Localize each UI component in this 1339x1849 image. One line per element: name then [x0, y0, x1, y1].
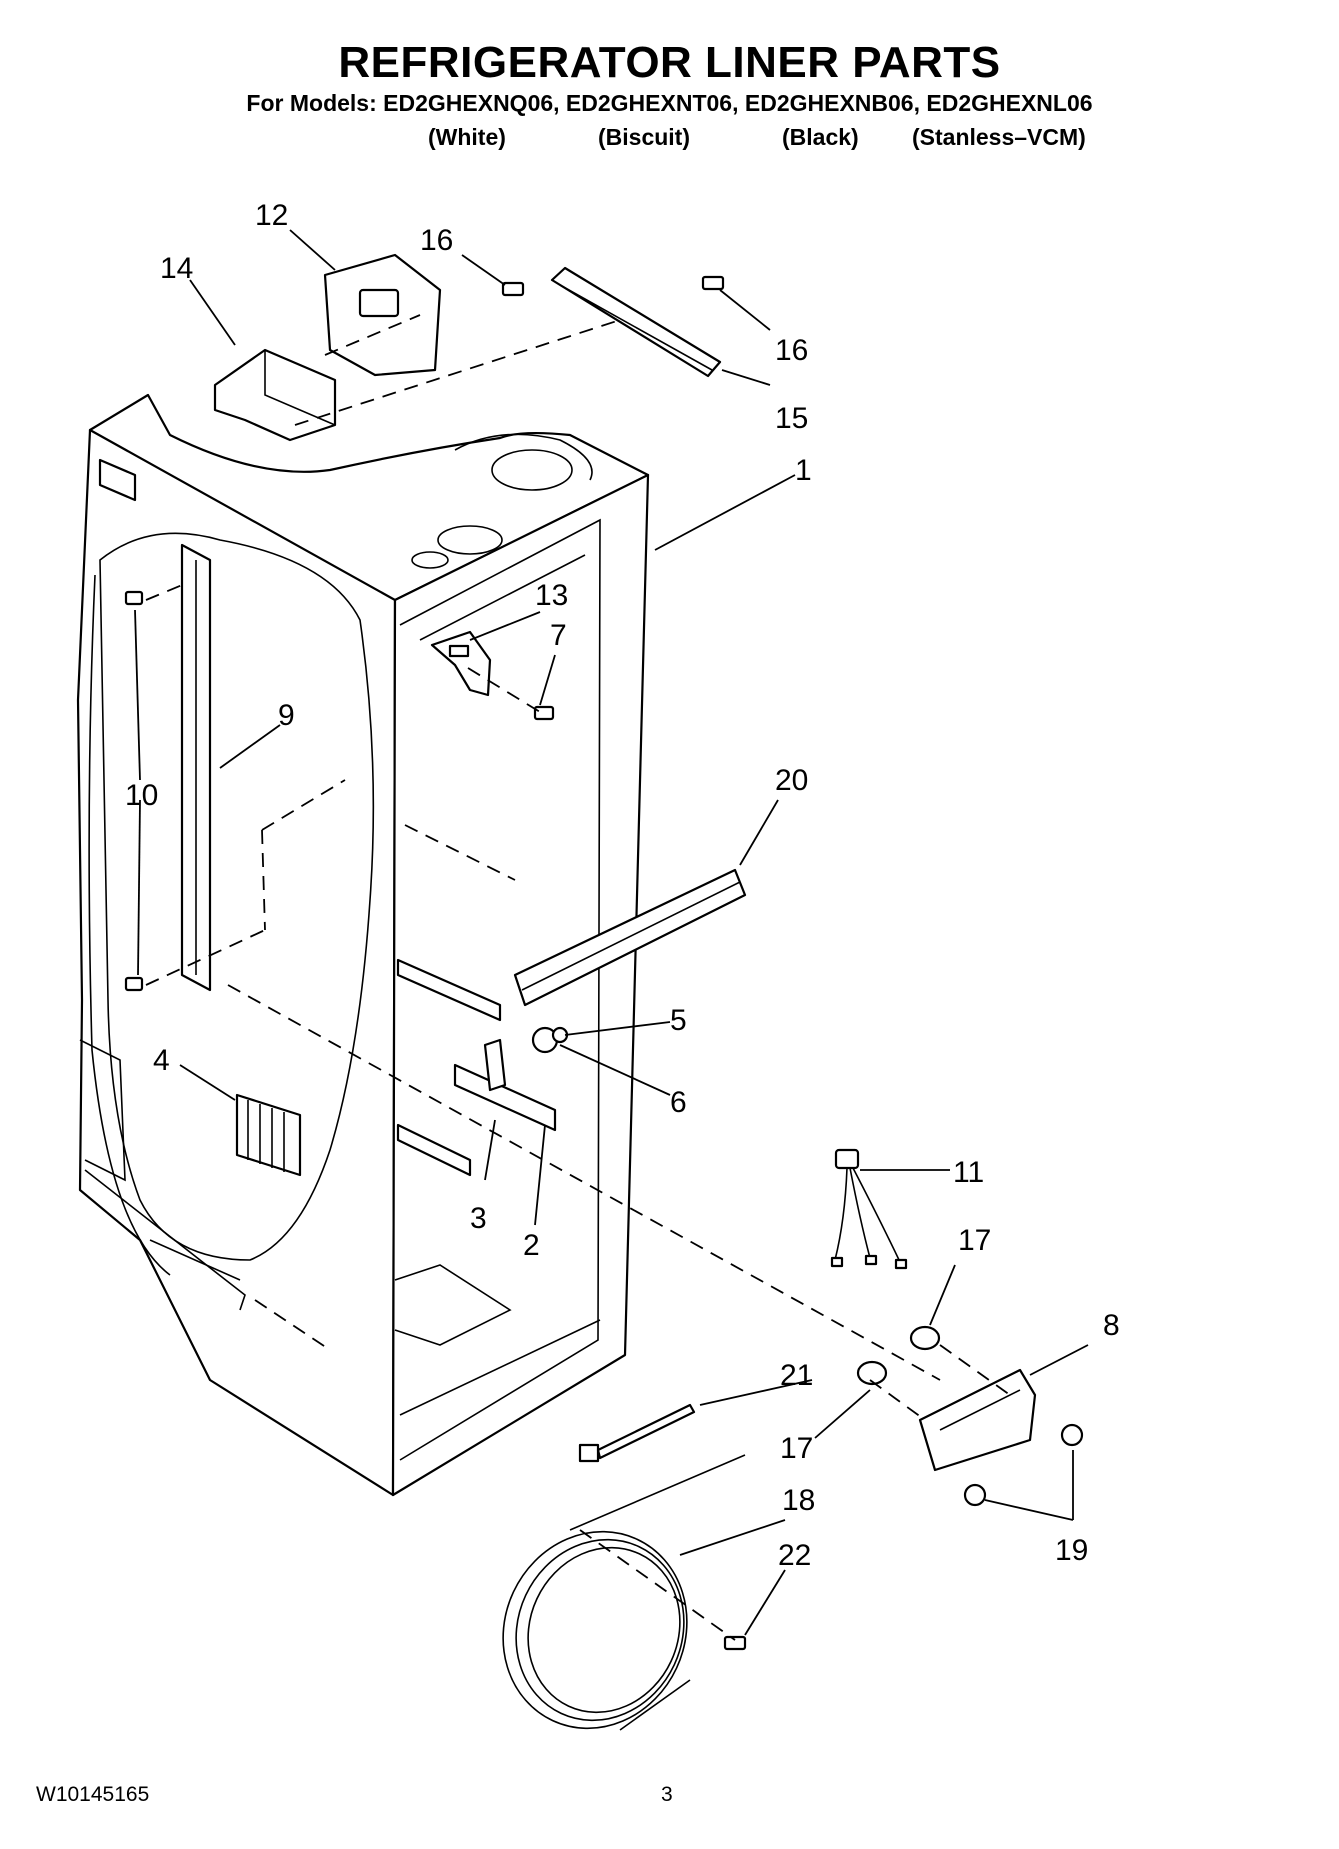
callout-15: 15	[775, 402, 808, 435]
callout-9: 9	[278, 699, 295, 732]
grommets-part-17	[856, 1325, 941, 1386]
callout-22: 22	[778, 1539, 811, 1572]
callout-14: 14	[160, 252, 193, 285]
screws-part-10	[124, 590, 144, 992]
callout-20: 20	[775, 764, 808, 797]
coiled-tube-part-18	[502, 1454, 746, 1731]
screw-part-7	[533, 705, 555, 721]
callout-labels: 12 14 16 16 15 1 13 7 9 10 20 5 6 4 3 2 …	[125, 199, 1120, 1572]
variant-black: (Black)	[782, 124, 859, 150]
top-strip-part-15	[550, 266, 722, 378]
bracket-part-12	[323, 253, 442, 377]
page-number: 3	[661, 1783, 673, 1806]
leader-lines	[134, 229, 1089, 1636]
wire-harness-part-11	[830, 1148, 908, 1270]
callout-3: 3	[470, 1202, 487, 1235]
callout-21: 21	[780, 1359, 813, 1392]
document-code: W10145165	[36, 1783, 150, 1806]
callout-12: 12	[255, 199, 288, 232]
lamp-housing-part-8	[918, 1368, 1037, 1472]
callout-6: 6	[670, 1086, 687, 1119]
assembly-lines	[145, 314, 1011, 1641]
screw-part-22	[723, 1635, 747, 1651]
liner-assembly	[76, 393, 650, 1497]
slide-plates-part-2-3	[453, 1038, 557, 1132]
callout-16-top-right: 16	[775, 334, 808, 367]
callout-19: 19	[1055, 1534, 1088, 1567]
callout-11: 11	[953, 1156, 984, 1189]
callout-1: 1	[795, 454, 812, 487]
callout-17-left: 17	[780, 1432, 813, 1465]
models-line: For Models: ED2GHEXNQ06, ED2GHEXNT06, ED…	[246, 90, 1093, 116]
variant-biscuit: (Biscuit)	[598, 124, 690, 150]
callout-13: 13	[535, 579, 568, 612]
callout-8: 8	[1103, 1309, 1120, 1342]
small-bracket-part-13	[430, 630, 492, 697]
variant-white: (White)	[428, 124, 506, 150]
callout-5: 5	[670, 1004, 687, 1037]
vent-grille-part-4	[235, 1093, 302, 1177]
screws-part-19	[963, 1423, 1084, 1507]
knob-part-5-6	[531, 1026, 569, 1054]
screws-part-16	[501, 275, 725, 297]
variant-stainless-vcm: (Stanless–VCM)	[912, 124, 1086, 150]
callout-18: 18	[782, 1484, 815, 1517]
tie-wrap-part-21	[578, 1403, 696, 1463]
callout-17-right: 17	[958, 1224, 991, 1257]
control-housing-part-14	[213, 348, 337, 442]
page-title: REFRIGERATOR LINER PARTS	[338, 38, 1001, 87]
callout-4: 4	[153, 1044, 170, 1077]
callout-10: 10	[125, 779, 158, 812]
cross-bar-part-20	[513, 868, 747, 1007]
callout-7: 7	[550, 619, 567, 652]
callout-16-top-left: 16	[420, 224, 453, 257]
callout-2: 2	[523, 1229, 540, 1262]
shelf-ladder-part-9	[180, 543, 212, 992]
